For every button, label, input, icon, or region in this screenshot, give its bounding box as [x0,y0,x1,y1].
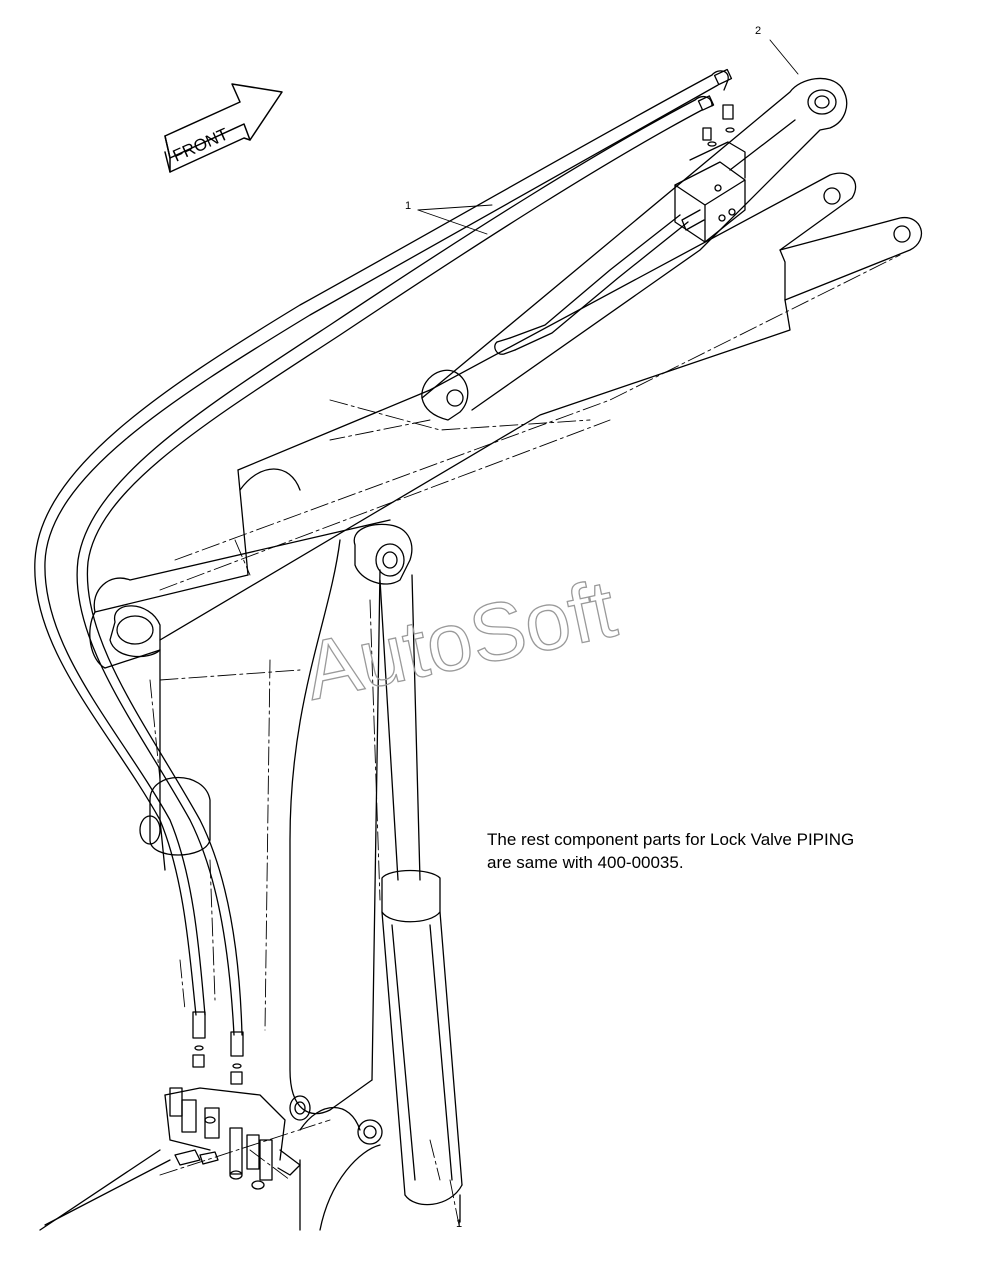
steel-pipe [494,214,689,355]
watermark-text: AutoSoft [297,563,624,717]
front-label: FRONT [170,124,231,165]
main-boom-hidden-lines [149,599,461,1231]
callout-1-bottom: 1 [456,1218,463,1230]
callout-2-lock-valve: 2 [755,25,762,37]
bottom-valve-cluster [164,1087,301,1190]
assembly-note: The rest component parts for Lock Valve … [487,828,967,874]
hose-top-fittings [694,68,733,111]
assembly-note-line-1: The rest component parts for Lock Valve … [487,830,855,849]
boom-cylinder-upper [421,77,848,421]
hose-outer [34,74,719,1016]
hose-bottom-fittings [192,1011,244,1085]
assembly-note-line-2: are same with 400-00035. [487,853,684,872]
main-boom-outline [39,519,391,1231]
callout-leader-lines [417,39,799,235]
boom-cylinder-vertical [353,523,463,1223]
boom-hidden-lines [159,254,901,591]
lock-valve-block [674,104,746,243]
callout-1-hose: 1 [405,200,412,212]
front-direction-arrow [164,83,283,173]
